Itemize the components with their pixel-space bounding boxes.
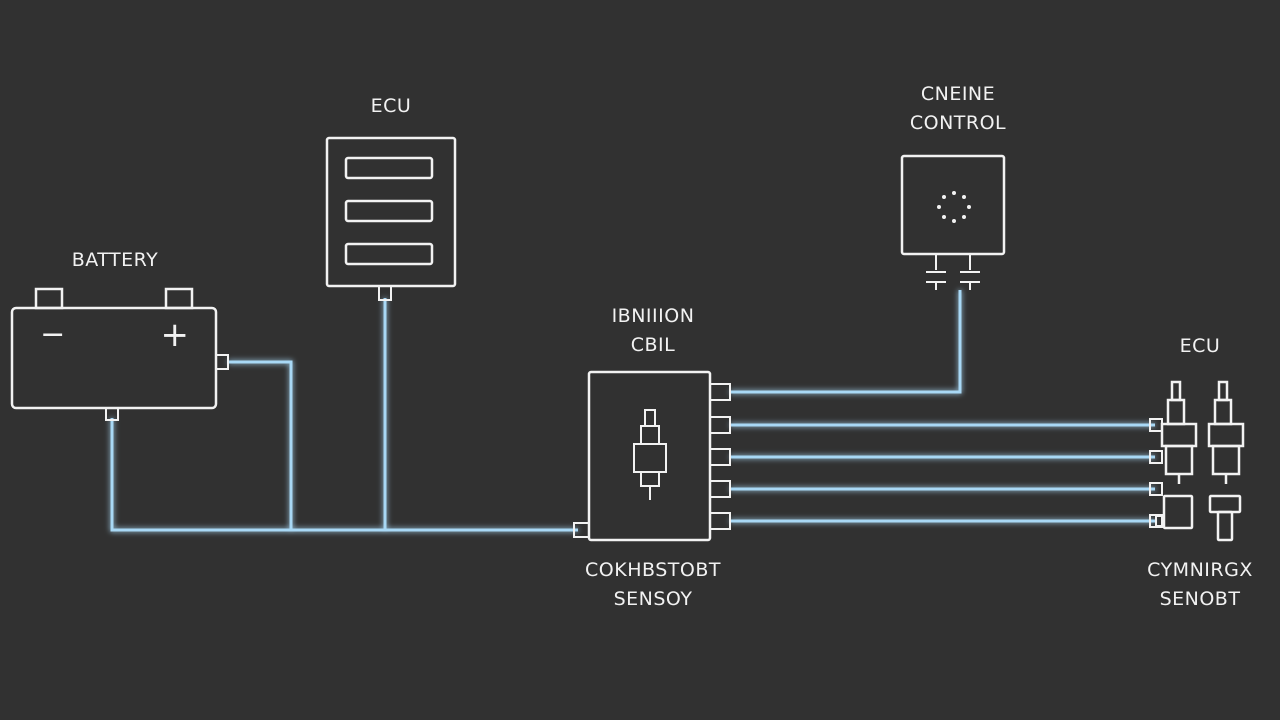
engine-control-terminals (926, 254, 980, 290)
sensor-left-label-line1: COKHBSTOBT (585, 559, 721, 581)
engine-control-label: CNEINE CONTROL (883, 80, 1033, 138)
wire-battery-right-to-bus (228, 360, 293, 530)
engine-control-module-icon (900, 154, 1006, 290)
wire-battery-bottom-to-bus (110, 418, 578, 532)
ecu-right-label: ECU (1179, 335, 1221, 357)
sensor-right-label-line1: CYMNIRGX (1147, 559, 1253, 581)
sensor-right-label: CYMNIRGX SENOBT (1120, 556, 1280, 614)
battery-icon (10, 287, 229, 421)
wire-terminals (1149, 418, 1163, 528)
ignition-coil-icon (573, 370, 731, 542)
coil-terminals (573, 383, 731, 538)
sensor-left-label: COKHBSTOBT SENSOY (568, 556, 738, 614)
engine-control-label-line1: CNEINE (920, 83, 996, 105)
spark-plug-icon (1207, 380, 1245, 484)
battery-minus-label: − (40, 317, 66, 352)
ignition-coil-label-line1: IBNIIION (611, 305, 695, 327)
spark-plug-icon (1160, 380, 1198, 484)
engine-control-label-line2: CONTROL (909, 112, 1007, 134)
sensor-icon (1208, 494, 1242, 542)
battery-plus-label: + (160, 315, 190, 355)
engine-control-dots (937, 191, 971, 223)
sensor-left-label-line2: SENSOY (613, 588, 693, 610)
sensor-right-label-line2: SENOBT (1159, 588, 1241, 610)
ignition-coil-label: IBNIIION CBIL (578, 302, 728, 360)
wire-coil-to-engine-control (730, 290, 962, 394)
spark-plug-icon (633, 409, 667, 500)
ecu-top-label: ECU (370, 95, 412, 117)
ignition-coil-label-line2: CBIL (630, 334, 676, 356)
battery-label: BATTERY (71, 249, 159, 271)
wires (110, 290, 1155, 532)
ecu-module-icon (325, 136, 457, 301)
